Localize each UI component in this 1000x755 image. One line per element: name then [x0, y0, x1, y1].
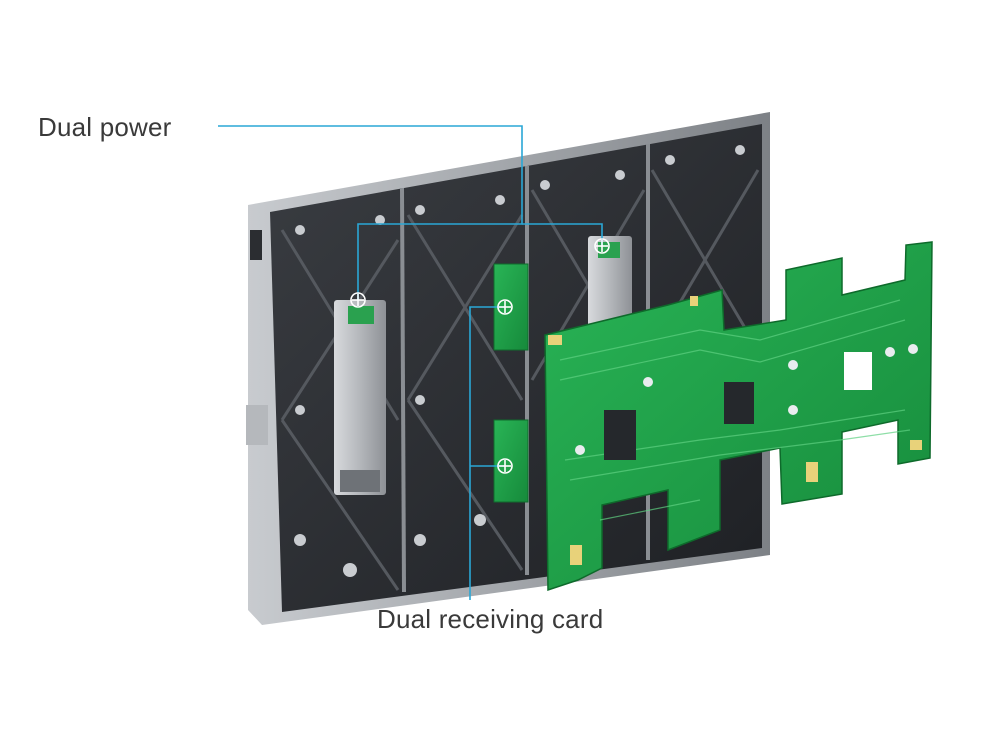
hub-pcb-board: [544, 241, 933, 592]
marker-icon: [497, 299, 513, 315]
marker-icon: [594, 238, 610, 254]
cabinet-divider: [400, 187, 406, 593]
marker-icon: [497, 458, 513, 474]
marker-icon: [350, 292, 366, 308]
dual-power-label: Dual power: [38, 112, 172, 142]
cabinet-handle: [250, 230, 262, 260]
power-supply-left: [334, 300, 386, 495]
pcb-cutout: [844, 352, 872, 390]
dual-receiving-card-label: Dual receiving card: [377, 604, 604, 634]
cabinet-handle: [246, 405, 268, 445]
pcb-cutout: [724, 382, 754, 424]
cabinet-bolts: [294, 145, 745, 577]
pcb-cutout: [604, 410, 636, 460]
